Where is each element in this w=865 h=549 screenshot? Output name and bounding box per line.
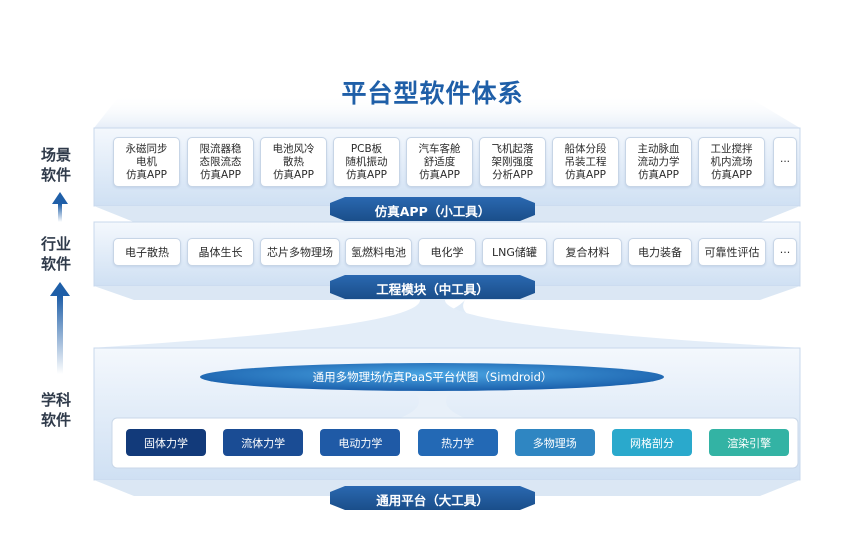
- arrow-upper-shaft: [58, 204, 62, 222]
- side-label-discipline: 学科 软件: [40, 391, 71, 429]
- module-box: 氢燃料电池: [345, 238, 412, 266]
- app-layer-bar: [330, 197, 535, 221]
- module-box: 电力装备: [628, 238, 692, 266]
- app-box: 永磁同步 电机 仿真APP: [113, 137, 180, 187]
- discipline-button[interactable]: 网格剖分: [612, 429, 692, 456]
- discipline-button[interactable]: 热力学: [417, 429, 498, 456]
- app-box: ···: [773, 137, 797, 187]
- app-box: 飞机起落 架刚强度 分析APP: [479, 137, 546, 187]
- layer-label-modules: 工程模块（中工具）: [376, 282, 489, 297]
- app-box: PCB板 随机振动 仿真APP: [333, 137, 400, 187]
- paas-ellipse: [200, 363, 664, 391]
- module-box: ···: [773, 238, 797, 266]
- discipline-button[interactable]: 渲染引擎: [709, 429, 790, 456]
- app-box: 船体分段 吊装工程 仿真APP: [552, 137, 619, 187]
- paas-label: 通用多物理场仿真PaaS平台伏图（Simdroid）: [312, 370, 553, 384]
- arrow-upper-head: [52, 192, 68, 204]
- module-box: 电化学: [418, 238, 476, 266]
- module-box: 芯片多物理场: [260, 238, 340, 266]
- ellipse-stem: [400, 388, 465, 418]
- app-box: 工业搅拌 机内流场 仿真APP: [698, 137, 765, 187]
- arrow-lower-shaft: [57, 296, 63, 374]
- arrow-lower-head: [50, 282, 70, 296]
- side-label-industry: 行业 软件: [40, 235, 71, 273]
- platform-layer-bar: [330, 486, 535, 510]
- app-box: 电池风冷 散热 仿真APP: [260, 137, 327, 187]
- app-box: 限流器稳 态限流态 仿真APP: [187, 137, 254, 187]
- diagram-title: 平台型软件体系: [341, 79, 524, 108]
- app-box: 汽车客舱 舒适度 仿真APP: [406, 137, 473, 187]
- funnel-shape: [94, 300, 800, 348]
- module-box: 可靠性评估: [698, 238, 766, 266]
- discipline-button[interactable]: 流体力学: [223, 429, 304, 456]
- discipline-button[interactable]: 多物理场: [514, 429, 595, 456]
- module-box: LNG储罐: [482, 238, 547, 266]
- module-box: 复合材料: [553, 238, 622, 266]
- module-box: 晶体生长: [187, 238, 254, 266]
- layer-label-apps: 仿真APP（小工具）: [374, 204, 491, 219]
- module-layer-bar: [330, 275, 535, 299]
- discipline-button[interactable]: 固体力学: [126, 429, 206, 456]
- discipline-button[interactable]: 电动力学: [320, 429, 401, 456]
- module-box: 电子散热: [113, 238, 181, 266]
- layer-label-platform: 通用平台（大工具）: [376, 493, 489, 508]
- side-label-scene: 场景 软件: [40, 146, 71, 184]
- top-cap: [94, 95, 800, 128]
- app-box: 主动脉血 流动力学 仿真APP: [625, 137, 692, 187]
